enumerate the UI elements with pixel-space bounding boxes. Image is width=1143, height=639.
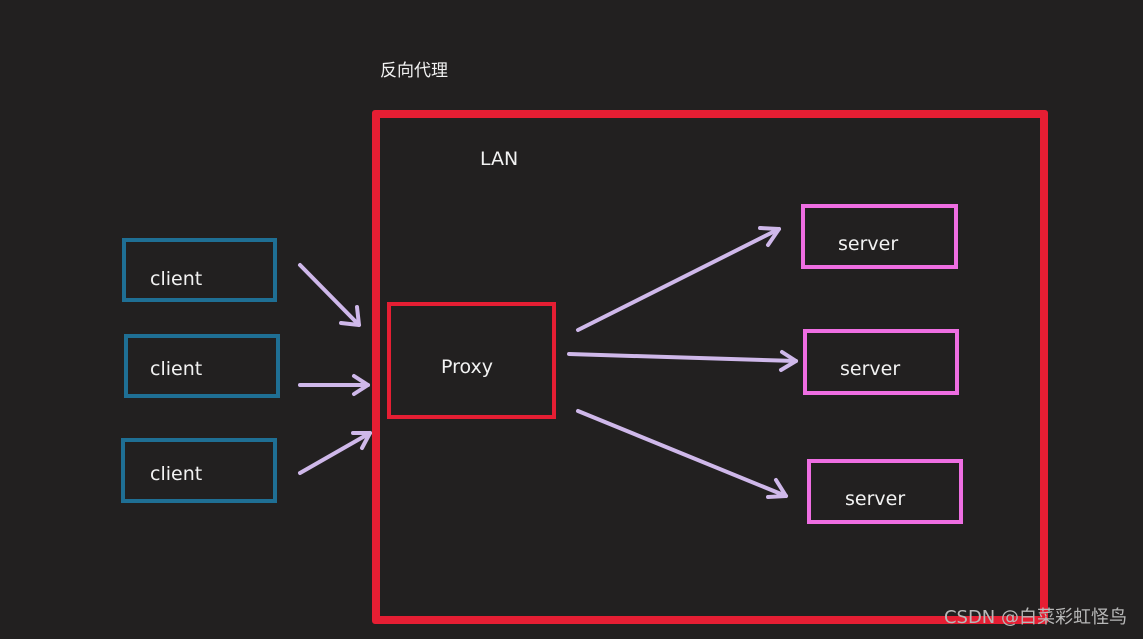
server-label-3: server <box>845 488 906 510</box>
lan-boundary <box>372 110 1048 624</box>
proxy-node <box>387 302 556 419</box>
server-node-3 <box>807 459 963 524</box>
client-label-1: client <box>150 268 203 290</box>
server-node-1 <box>801 204 958 269</box>
server-label-2: server <box>840 358 901 380</box>
csdn-watermark: CSDN @白菜彩虹怪鸟 <box>943 607 1127 628</box>
server-label-1: server <box>838 233 899 255</box>
arrow-proxy-to-server-2 <box>567 350 798 372</box>
client-label-3: client <box>150 463 203 485</box>
arrow-client-1-to-proxy <box>298 263 361 327</box>
lan-label: LAN <box>480 148 519 170</box>
server-node-2 <box>803 329 959 395</box>
client-node-2 <box>124 334 280 398</box>
client-label-2: client <box>150 358 203 380</box>
arrow-client-3-to-proxy <box>298 431 372 475</box>
arrow-proxy-to-server-3 <box>576 409 788 499</box>
diagram-title: 反向代理 <box>380 61 448 81</box>
proxy-label: Proxy <box>441 356 494 378</box>
client-node-1 <box>122 238 277 302</box>
arrow-proxy-to-server-1 <box>576 226 781 332</box>
arrow-client-2-to-proxy <box>298 374 370 396</box>
client-node-3 <box>121 438 277 503</box>
